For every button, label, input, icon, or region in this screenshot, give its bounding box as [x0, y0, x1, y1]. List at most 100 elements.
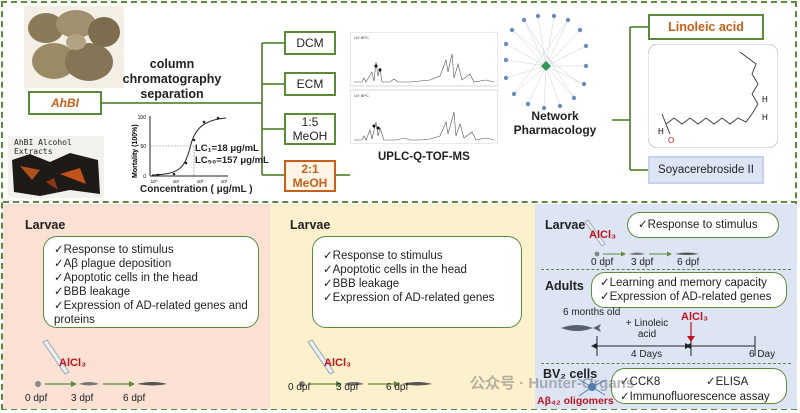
- fraction-2-1-meoh-label: 2:1 MeOH: [292, 162, 328, 190]
- panel-left: Larvae Response to stimulus Aβ plague de…: [3, 204, 270, 409]
- dose-xtick-3: 10³: [221, 179, 228, 184]
- panel-right-larvae-item: Response to stimulus: [638, 218, 768, 232]
- panel-right-larvae-timeline: [584, 219, 699, 257]
- compound-linoleic-acid-label: Linoleic acid: [668, 20, 744, 34]
- linoleic-acid-structure: H O H H: [648, 44, 778, 148]
- fraction-2-1-meoh[interactable]: 2:1 MeOH: [284, 160, 336, 192]
- panel-right-bv2-item: CCK8: [620, 375, 706, 389]
- panel-middle-results: Response to stimulus Apoptotic cells in …: [323, 249, 511, 305]
- ahbi-box[interactable]: AhBI: [28, 91, 102, 115]
- extract-photo: AhBI Alcohol Extracts: [8, 136, 104, 198]
- panel-middle: Larvae Response to stimulus Apoptotic ce…: [270, 204, 535, 409]
- compound-linoleic-acid[interactable]: Linoleic acid: [648, 14, 764, 40]
- panel-right-adults-age: 6 months old: [563, 307, 621, 318]
- fraction-dcm-label: DCM: [296, 36, 324, 50]
- compound-soyacerebroside[interactable]: Soyacerebroside II: [648, 156, 764, 184]
- panel-left-timeline: [35, 339, 167, 387]
- panel-right-larvae-bubble: Response to stimulus: [627, 212, 779, 238]
- panel-right-adults-item: Expression of AD-related genes: [600, 290, 778, 304]
- panel-middle-t2: 6 dpf: [386, 382, 409, 393]
- section-divider: [3, 201, 797, 203]
- watermark: 公众号 · Hunter-Organs: [470, 375, 635, 392]
- panel-left-t1: 3 dpf: [71, 393, 94, 404]
- pipette-icon: [307, 339, 335, 375]
- chromatograms: UV BPC UV BPC: [350, 32, 498, 144]
- chromatogram-2-title: UV BPC: [354, 93, 369, 98]
- fraction-1-5-meoh[interactable]: 1:5 MeOH: [284, 113, 336, 145]
- panel-right-adults-timeline: [561, 322, 756, 356]
- panel-left-t0: 0 dpf: [25, 393, 48, 404]
- pipette-icon: [42, 339, 70, 375]
- zebrafish-icon: [561, 324, 601, 332]
- atom-h-acid: H: [658, 127, 664, 136]
- panel-right-adults-day1: 4 Days: [631, 349, 663, 360]
- panel-right-larvae-title: Larvae: [545, 218, 586, 232]
- panel-left-results: Response to stimulus Aβ plague depositio…: [54, 243, 248, 327]
- panel-right-adults-title: Adults: [545, 279, 584, 293]
- panel-middle-timeline: [299, 339, 432, 387]
- atom-h-1: H: [762, 95, 768, 104]
- panel-right-adults-treatment2: AlCl₃: [681, 311, 709, 323]
- atom-o: O: [668, 136, 674, 145]
- lc1-value: LC₁=18 μg/mL: [195, 143, 259, 154]
- fraction-dcm[interactable]: DCM: [284, 31, 336, 55]
- atom-h-2: H: [762, 113, 768, 122]
- panel-middle-t0: 0 dpf: [288, 382, 311, 393]
- dose-response-chart: 0 50 100 10⁰ 10¹ 10² 10³ Mortality (100%…: [132, 115, 228, 184]
- method-label: UPLC-Q-TOF-MS: [378, 151, 470, 163]
- panel-right-bv2-item: Immunofluorescence assay: [620, 390, 778, 404]
- panel-left-item: Apoptotic cells in the head: [54, 271, 248, 285]
- extract-residue: [12, 153, 100, 196]
- compound-soyacerebroside-label: Soyacerebroside II: [658, 164, 754, 176]
- ahbi-label: AhBI: [51, 96, 79, 110]
- panel-right-larvae-t0: 0 dpf: [591, 257, 614, 268]
- panel-right-bv2-inducer: Aβ₄₂ oligomers: [537, 395, 614, 407]
- dose-xlabel: Concentration ( μg/mL ): [140, 184, 253, 195]
- panel-right-bv2-item: ELISA: [706, 375, 749, 389]
- panel-middle-item: Response to stimulus: [323, 249, 511, 263]
- panel-right-larvae-t1: 3 dpf: [631, 257, 654, 268]
- network-diagram: [504, 13, 588, 110]
- fraction-1-5-meoh-label: 1:5 MeOH: [292, 115, 328, 143]
- dose-xtick-1: 10¹: [173, 179, 180, 184]
- panel-left-item: Expression of AD-related genes and prote…: [54, 299, 250, 327]
- panel-left-item: BBB leakage: [54, 285, 248, 299]
- dose-ytick-0: 0: [143, 174, 146, 180]
- flow-connectors: [102, 26, 648, 176]
- dose-ytick-50: 50: [140, 144, 146, 150]
- panel-middle-item: BBB leakage: [323, 277, 511, 291]
- fraction-ecm-label: ECM: [296, 77, 324, 91]
- panel-right-larvae-treatment: AlCl₃: [589, 229, 617, 241]
- chromatogram-1-title: UV BPC: [354, 35, 369, 40]
- panel-middle-item: Expression of AD-related genes: [323, 291, 511, 305]
- panel-left-item: Response to stimulus: [54, 243, 248, 257]
- panel-right-divider-1: [541, 269, 791, 270]
- dose-curve-line: [151, 117, 227, 176]
- panel-middle-t1: 3 dpf: [336, 382, 359, 393]
- panel-right-adults-day2: 6 Day: [749, 349, 776, 360]
- lc50-value: LC₅₀=157 μg/mL: [195, 155, 269, 166]
- extract-photo-label: AhBI Alcohol Extracts: [14, 138, 72, 156]
- dose-ylabel: Mortality (100%): [132, 124, 139, 178]
- panel-middle-item: Apoptotic cells in the head: [323, 263, 511, 277]
- panel-middle-treatment: AlCl₃: [324, 357, 352, 369]
- panel-right: Larvae Response to stimulus AlCl₃ 0 dpf …: [535, 204, 797, 409]
- fraction-ecm[interactable]: ECM: [284, 72, 336, 96]
- dose-ytick-100: 100: [138, 115, 147, 121]
- lc-values: LC₁=18 μg/mL LC₅₀=157 μg/mL: [195, 143, 269, 167]
- panel-left-item: Aβ plague deposition: [54, 257, 248, 271]
- panel-right-larvae-t2: 6 dpf: [677, 257, 700, 268]
- panel-right-bv2-bubble: CCK8ELISA Immunofluorescence assay: [611, 368, 787, 404]
- separation-label: column chromatography separation: [122, 57, 222, 101]
- panel-right-divider-2: [541, 363, 791, 364]
- network-hub: [541, 61, 551, 71]
- panel-left-bubble: Response to stimulus Aβ plague depositio…: [43, 236, 259, 328]
- panel-right-adults-bubble: Learning and memory capacity Expression …: [591, 272, 787, 308]
- rhizome-photo: [24, 6, 124, 88]
- panel-right-adults-treatment1: + Linoleic acid: [625, 318, 669, 340]
- dose-xtick-0: 10⁰: [151, 179, 158, 184]
- dose-xtick-2: 10²: [197, 179, 204, 184]
- panel-left-t2: 6 dpf: [123, 393, 146, 404]
- panel-right-bv2-title: BV₂ cells: [543, 367, 598, 381]
- panel-left-title: Larvae: [25, 218, 66, 232]
